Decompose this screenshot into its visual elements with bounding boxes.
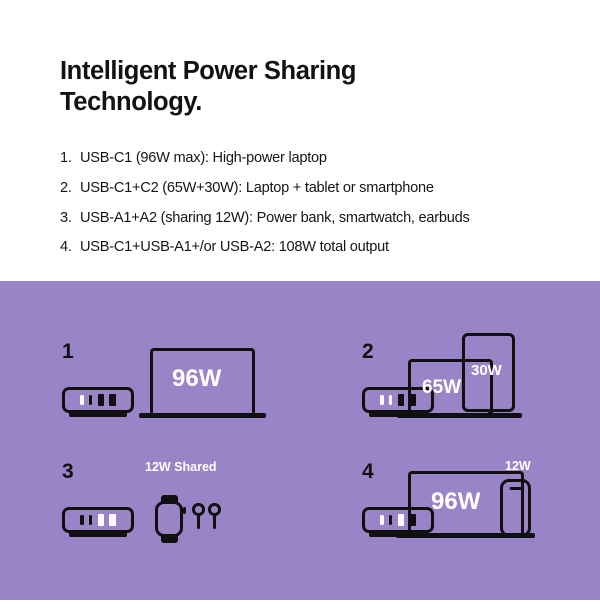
laptop-base [139, 413, 266, 418]
port-usb-c2 [389, 515, 393, 525]
earbuds-icon [192, 503, 222, 535]
charger-body [62, 507, 134, 533]
list-item-number: 2. [60, 179, 72, 196]
phone-wattage-label: 12W [505, 459, 531, 473]
list-item-number: 4. [60, 239, 72, 256]
laptop-screen [408, 359, 493, 415]
port-usb-c2 [389, 395, 393, 405]
scenario-number: 4 [362, 460, 374, 483]
earbud-right-stem [212, 514, 216, 529]
charger-icon [62, 507, 134, 537]
port-usb-a1 [397, 514, 404, 526]
port-usb-a1 [97, 514, 104, 526]
port-usb-c1 [80, 395, 84, 405]
port-usb-a1 [397, 394, 404, 406]
text-section: Intelligent Power Sharing Technology. 1.… [0, 0, 600, 281]
port-usb-a2 [109, 514, 116, 526]
spec-list: 1. USB-C1 (96W max): High-power laptop 2… [60, 147, 540, 258]
phone-icon [500, 479, 531, 537]
tablet-stand-stem [488, 410, 493, 418]
port-usb-a2 [409, 514, 416, 526]
scenario-2: 2 65W 30W [300, 329, 600, 489]
scenario-number: 3 [62, 460, 74, 483]
earbud-left-stem [196, 514, 200, 529]
port-usb-c1 [380, 395, 384, 405]
shared-power-label: 12W Shared [145, 460, 217, 474]
watch-band-top [160, 495, 178, 504]
list-item-number: 3. [60, 209, 72, 226]
port-usb-c2 [89, 515, 93, 525]
watch-case [155, 501, 183, 537]
watch-band-bottom [160, 534, 178, 543]
watch-crown [182, 507, 186, 514]
phone-notch [509, 487, 522, 491]
list-item: 4. USB-C1+USB-A1+/or USB-A2: 108W total … [60, 236, 540, 258]
scenario-1: 1 96W [0, 329, 300, 489]
list-item: 1. USB-C1 (96W max): High-power laptop [60, 147, 540, 169]
list-item: 2. USB-C1+C2 (65W+30W): Laptop + tablet … [60, 177, 540, 199]
list-item-text: USB-C1 (96W max): High-power laptop [80, 150, 327, 167]
scenario-4: 4 96W 12W [300, 449, 600, 609]
port-usb-c1 [80, 515, 84, 525]
scenario-3: 3 12W Shared [0, 449, 300, 609]
list-item-text: USB-C1+C2 (65W+30W): Laptop + tablet or … [80, 179, 434, 196]
list-item-text: USB-A1+A2 (sharing 12W): Power bank, sma… [80, 209, 470, 226]
list-item: 3. USB-A1+A2 (sharing 12W): Power bank, … [60, 207, 540, 229]
port-usb-a2 [109, 394, 116, 406]
list-item-text: USB-C1+USB-A1+/or USB-A2: 108W total out… [80, 239, 389, 256]
charger-body [362, 387, 434, 413]
laptop-screen [408, 471, 524, 535]
laptop-base [397, 413, 522, 418]
charger-icon [62, 387, 134, 417]
charger-body [62, 387, 134, 413]
tablet-wattage-label: 30W [471, 362, 502, 379]
port-usb-a1 [97, 394, 104, 406]
charger-foot [69, 532, 127, 537]
diagram-panel: 1 96W 2 [0, 281, 600, 600]
tablet-icon [462, 333, 515, 412]
port-usb-c2 [89, 395, 93, 405]
charger-foot [69, 412, 127, 417]
page-title: Intelligent Power Sharing Technology. [60, 57, 357, 116]
scenario-number: 2 [362, 340, 374, 363]
port-usb-c1 [380, 515, 384, 525]
smartwatch-icon [155, 495, 186, 543]
scenario-number: 1 [62, 340, 74, 363]
laptop-screen [150, 348, 255, 415]
laptop-wattage-label: 96W [172, 365, 222, 392]
list-item-number: 1. [60, 150, 72, 167]
laptop-wattage-label: 65W [422, 377, 462, 398]
charger-body [362, 507, 434, 533]
port-usb-a2 [409, 394, 416, 406]
laptop-base [396, 533, 535, 538]
laptop-wattage-label: 96W [431, 488, 481, 515]
